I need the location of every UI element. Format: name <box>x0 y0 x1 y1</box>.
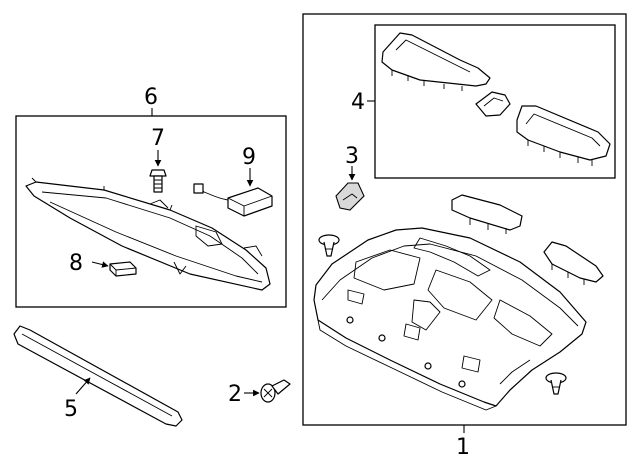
trim-strip-part-5 <box>13 325 183 427</box>
connector-part-8 <box>109 261 137 277</box>
callout-9: 9 <box>242 145 256 170</box>
push-pin-right <box>545 372 567 395</box>
callout-7: 7 <box>151 126 165 151</box>
trim-panel-right <box>516 105 611 166</box>
cover-strip-upper <box>451 194 523 234</box>
callout-3: 3 <box>345 144 359 169</box>
push-pin-left <box>318 234 340 257</box>
package-tray-panel <box>313 227 587 411</box>
privacy-cover <box>25 177 271 291</box>
callout-8: 8 <box>69 251 83 276</box>
callout-2: 2 <box>228 382 242 407</box>
clip-part-3 <box>335 182 365 211</box>
trim-panel-left <box>381 32 491 91</box>
callout-5: 5 <box>64 397 78 422</box>
bolt-part-7 <box>149 169 167 193</box>
callout-1: 1 <box>456 435 470 460</box>
actuator-part-9 <box>193 183 273 217</box>
trim-piece-center <box>475 91 511 117</box>
cover-assembly-frame-6 <box>15 115 287 308</box>
screw-part-2 <box>260 379 291 403</box>
callout-6: 6 <box>144 85 158 110</box>
cover-strip-right <box>543 241 604 285</box>
callout-4: 4 <box>351 90 365 115</box>
